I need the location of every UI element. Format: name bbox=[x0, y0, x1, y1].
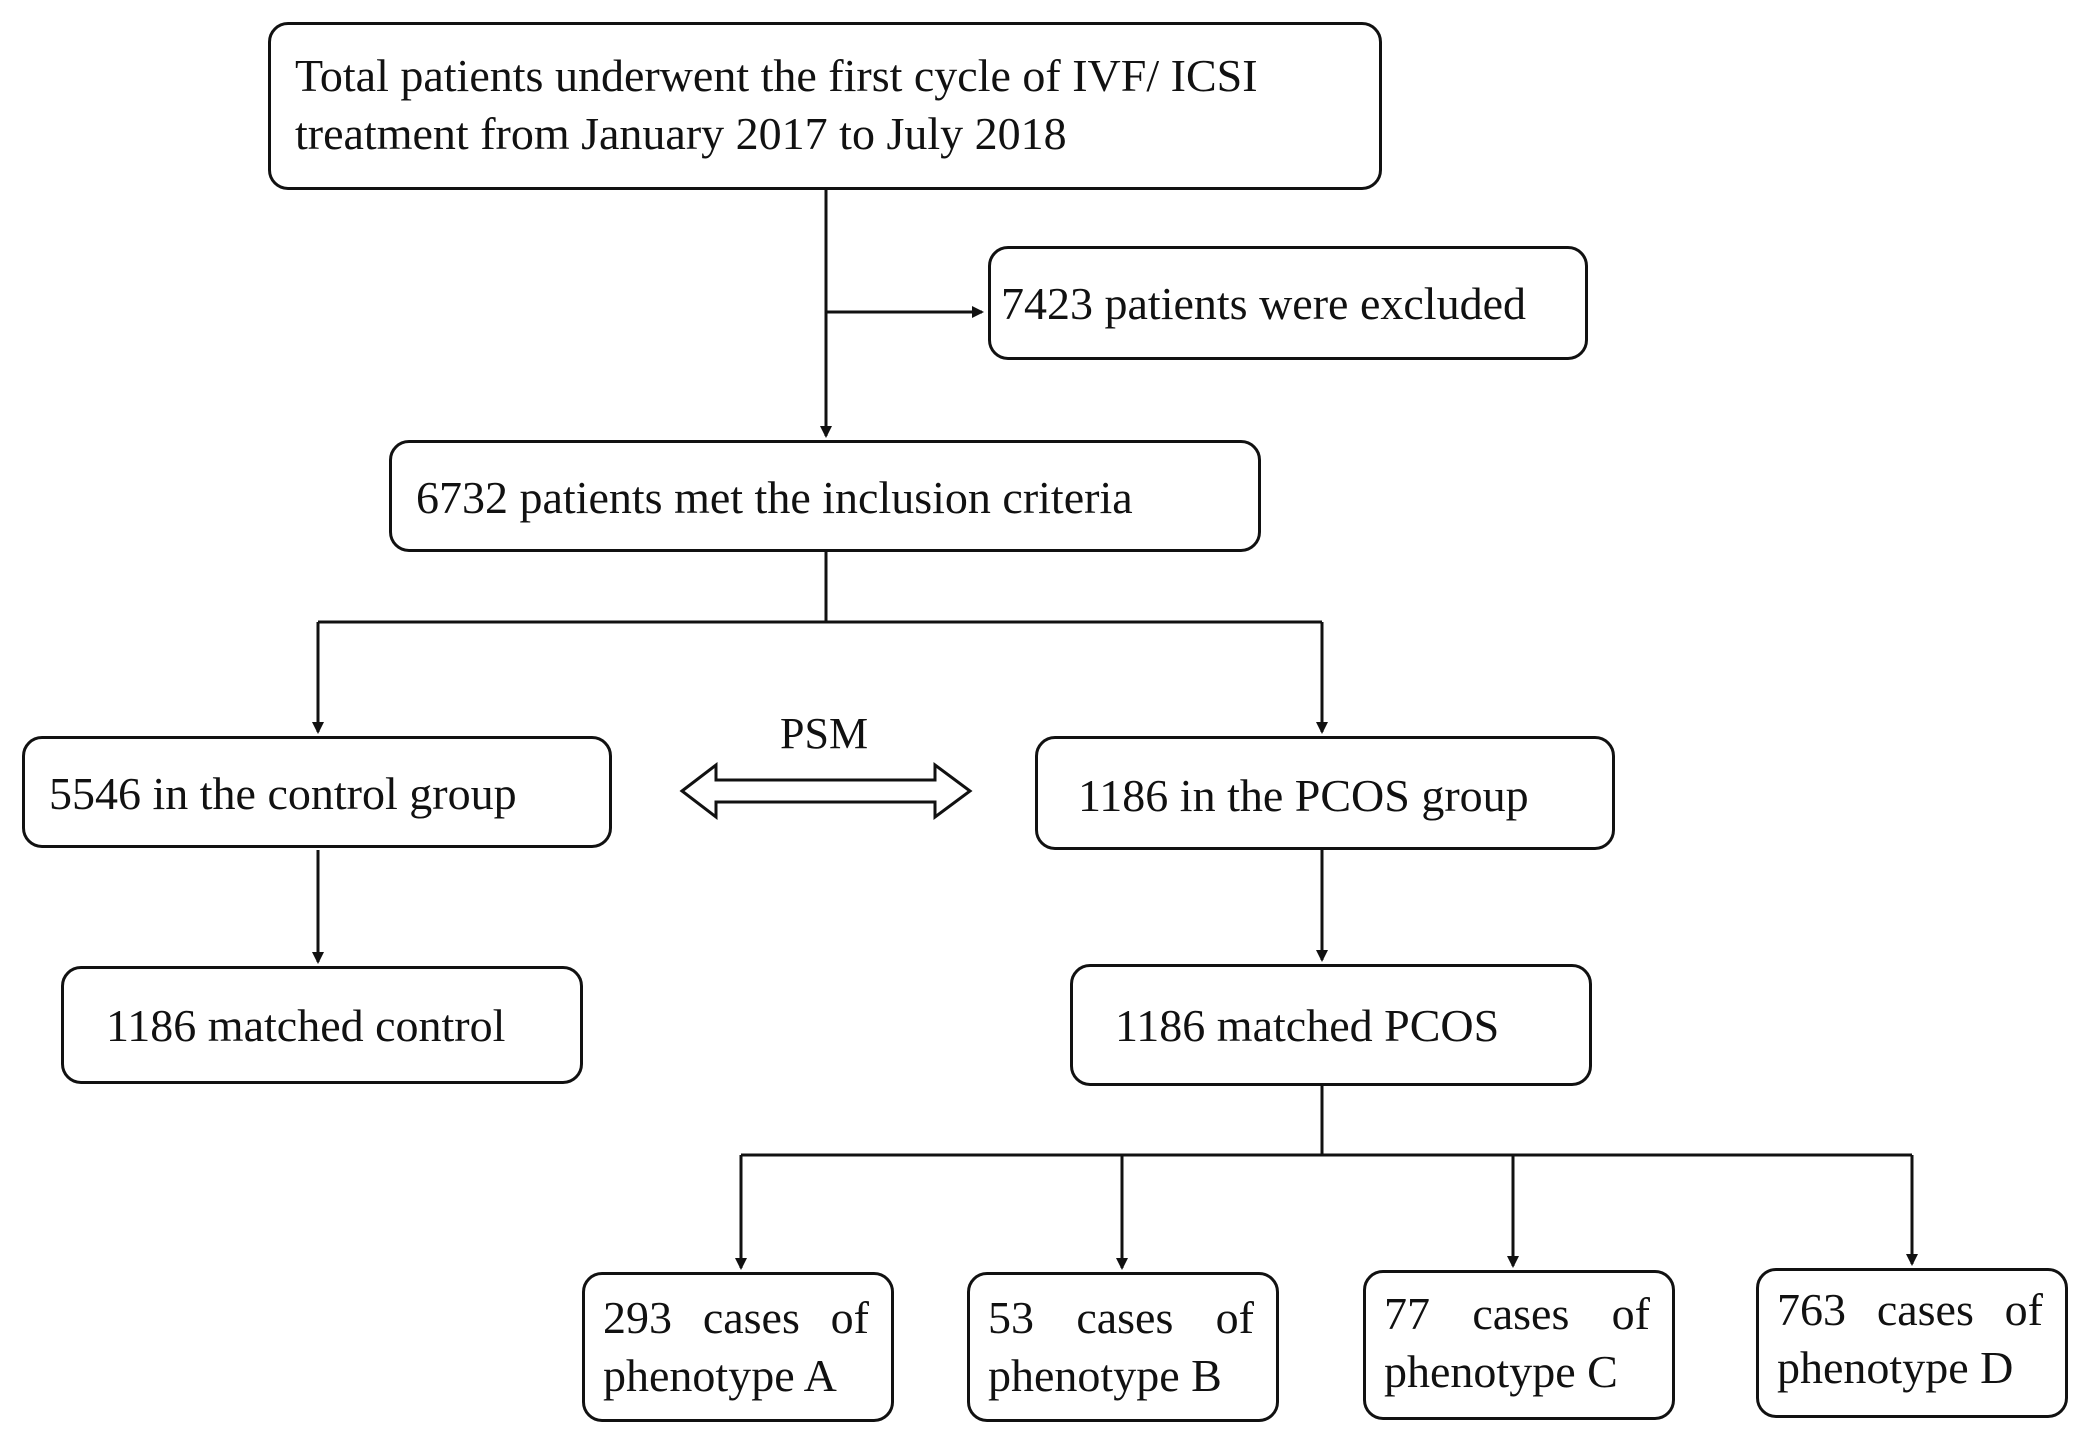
pcos-group-box: 1186 in the PCOS group bbox=[1035, 736, 1615, 850]
total-patients-box: Total patients underwent the first cycle… bbox=[268, 22, 1382, 190]
phenotype-a-box: 293 cases of phenotype A bbox=[582, 1272, 894, 1422]
phenotype-d-box: 763 cases of phenotype D bbox=[1756, 1268, 2068, 1418]
phenotype-d-line1: 763 cases of bbox=[1777, 1284, 2043, 1335]
matched-control-box: 1186 matched control bbox=[61, 966, 583, 1084]
psm-double-arrow bbox=[679, 761, 973, 821]
total-patients-line1: Total patients underwent the first cycle… bbox=[295, 50, 1258, 101]
psm-label: PSM bbox=[780, 709, 869, 758]
phenotype-c-box: 77 cases of phenotype C bbox=[1363, 1270, 1675, 1420]
phenotype-b-line2: phenotype B bbox=[988, 1350, 1222, 1401]
pcos-group-text: 1186 in the PCOS group bbox=[1078, 770, 1529, 821]
phenotype-a-line2: phenotype A bbox=[603, 1350, 837, 1401]
phenotype-a-line1: 293 cases of bbox=[603, 1292, 869, 1343]
phenotype-d-line2: phenotype D bbox=[1777, 1342, 2014, 1393]
excluded-text: 7423 patients were excluded bbox=[1001, 278, 1526, 329]
total-patients-line2: treatment from January 2017 to July 2018 bbox=[295, 108, 1067, 159]
control-group-text: 5546 in the control group bbox=[49, 768, 517, 819]
phenotype-c-line1: 77 cases of bbox=[1384, 1288, 1650, 1339]
inclusion-box: 6732 patients met the inclusion criteria bbox=[389, 440, 1261, 552]
phenotype-b-box: 53 cases of phenotype B bbox=[967, 1272, 1279, 1422]
matched-control-text: 1186 matched control bbox=[106, 1000, 506, 1051]
phenotype-b-line1: 53 cases of bbox=[988, 1292, 1254, 1343]
inclusion-text: 6732 patients met the inclusion criteria bbox=[416, 472, 1133, 523]
matched-pcos-box: 1186 matched PCOS bbox=[1070, 964, 1592, 1086]
control-group-box: 5546 in the control group bbox=[22, 736, 612, 848]
excluded-box: 7423 patients were excluded bbox=[988, 246, 1588, 360]
phenotype-c-line2: phenotype C bbox=[1384, 1346, 1618, 1397]
matched-pcos-text: 1186 matched PCOS bbox=[1115, 1000, 1500, 1051]
